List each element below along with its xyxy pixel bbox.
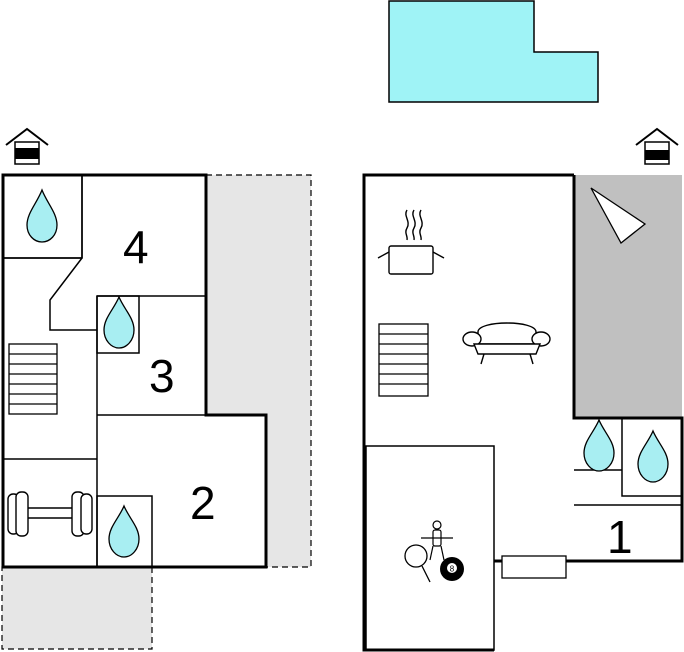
- terrace-bottom: [1, 566, 153, 650]
- dumbbell-icon: [7, 491, 93, 537]
- pool-icon: [388, 0, 599, 103]
- water-drop-icon: [583, 418, 615, 472]
- table-football-icon: [421, 520, 453, 561]
- room-number-4: 4: [123, 221, 149, 273]
- house-entrance-icon: [635, 127, 679, 165]
- water-drop-icon: [637, 429, 669, 483]
- table-tennis-icon: [404, 544, 431, 583]
- water-drop-icon: [26, 188, 58, 243]
- staircase-icon: [378, 323, 429, 397]
- house-entrance-icon: [5, 127, 49, 165]
- right-floor: 8 1: [362, 127, 684, 652]
- cooking-pot-icon: [377, 209, 445, 275]
- sofa-icon: [462, 322, 551, 365]
- room-number-3: 3: [149, 350, 175, 402]
- window-sill: [501, 555, 567, 579]
- right-outer-wall: [362, 173, 574, 652]
- covered-area: [574, 175, 682, 418]
- room-number-2: 2: [190, 477, 216, 529]
- right-inner-walls: [365, 417, 683, 651]
- staircase-icon: [8, 343, 58, 415]
- left-floor: 4 3 2: [1, 127, 312, 650]
- room-number-1: 1: [607, 511, 633, 563]
- water-drop-icon: [108, 504, 140, 558]
- water-drop-icon: [103, 295, 135, 349]
- direction-arrow-icon: [590, 187, 647, 244]
- billiard-ball-icon: 8: [440, 557, 464, 581]
- billiard-ball-number: 8: [450, 565, 455, 574]
- left-outer-wall: [1, 173, 268, 569]
